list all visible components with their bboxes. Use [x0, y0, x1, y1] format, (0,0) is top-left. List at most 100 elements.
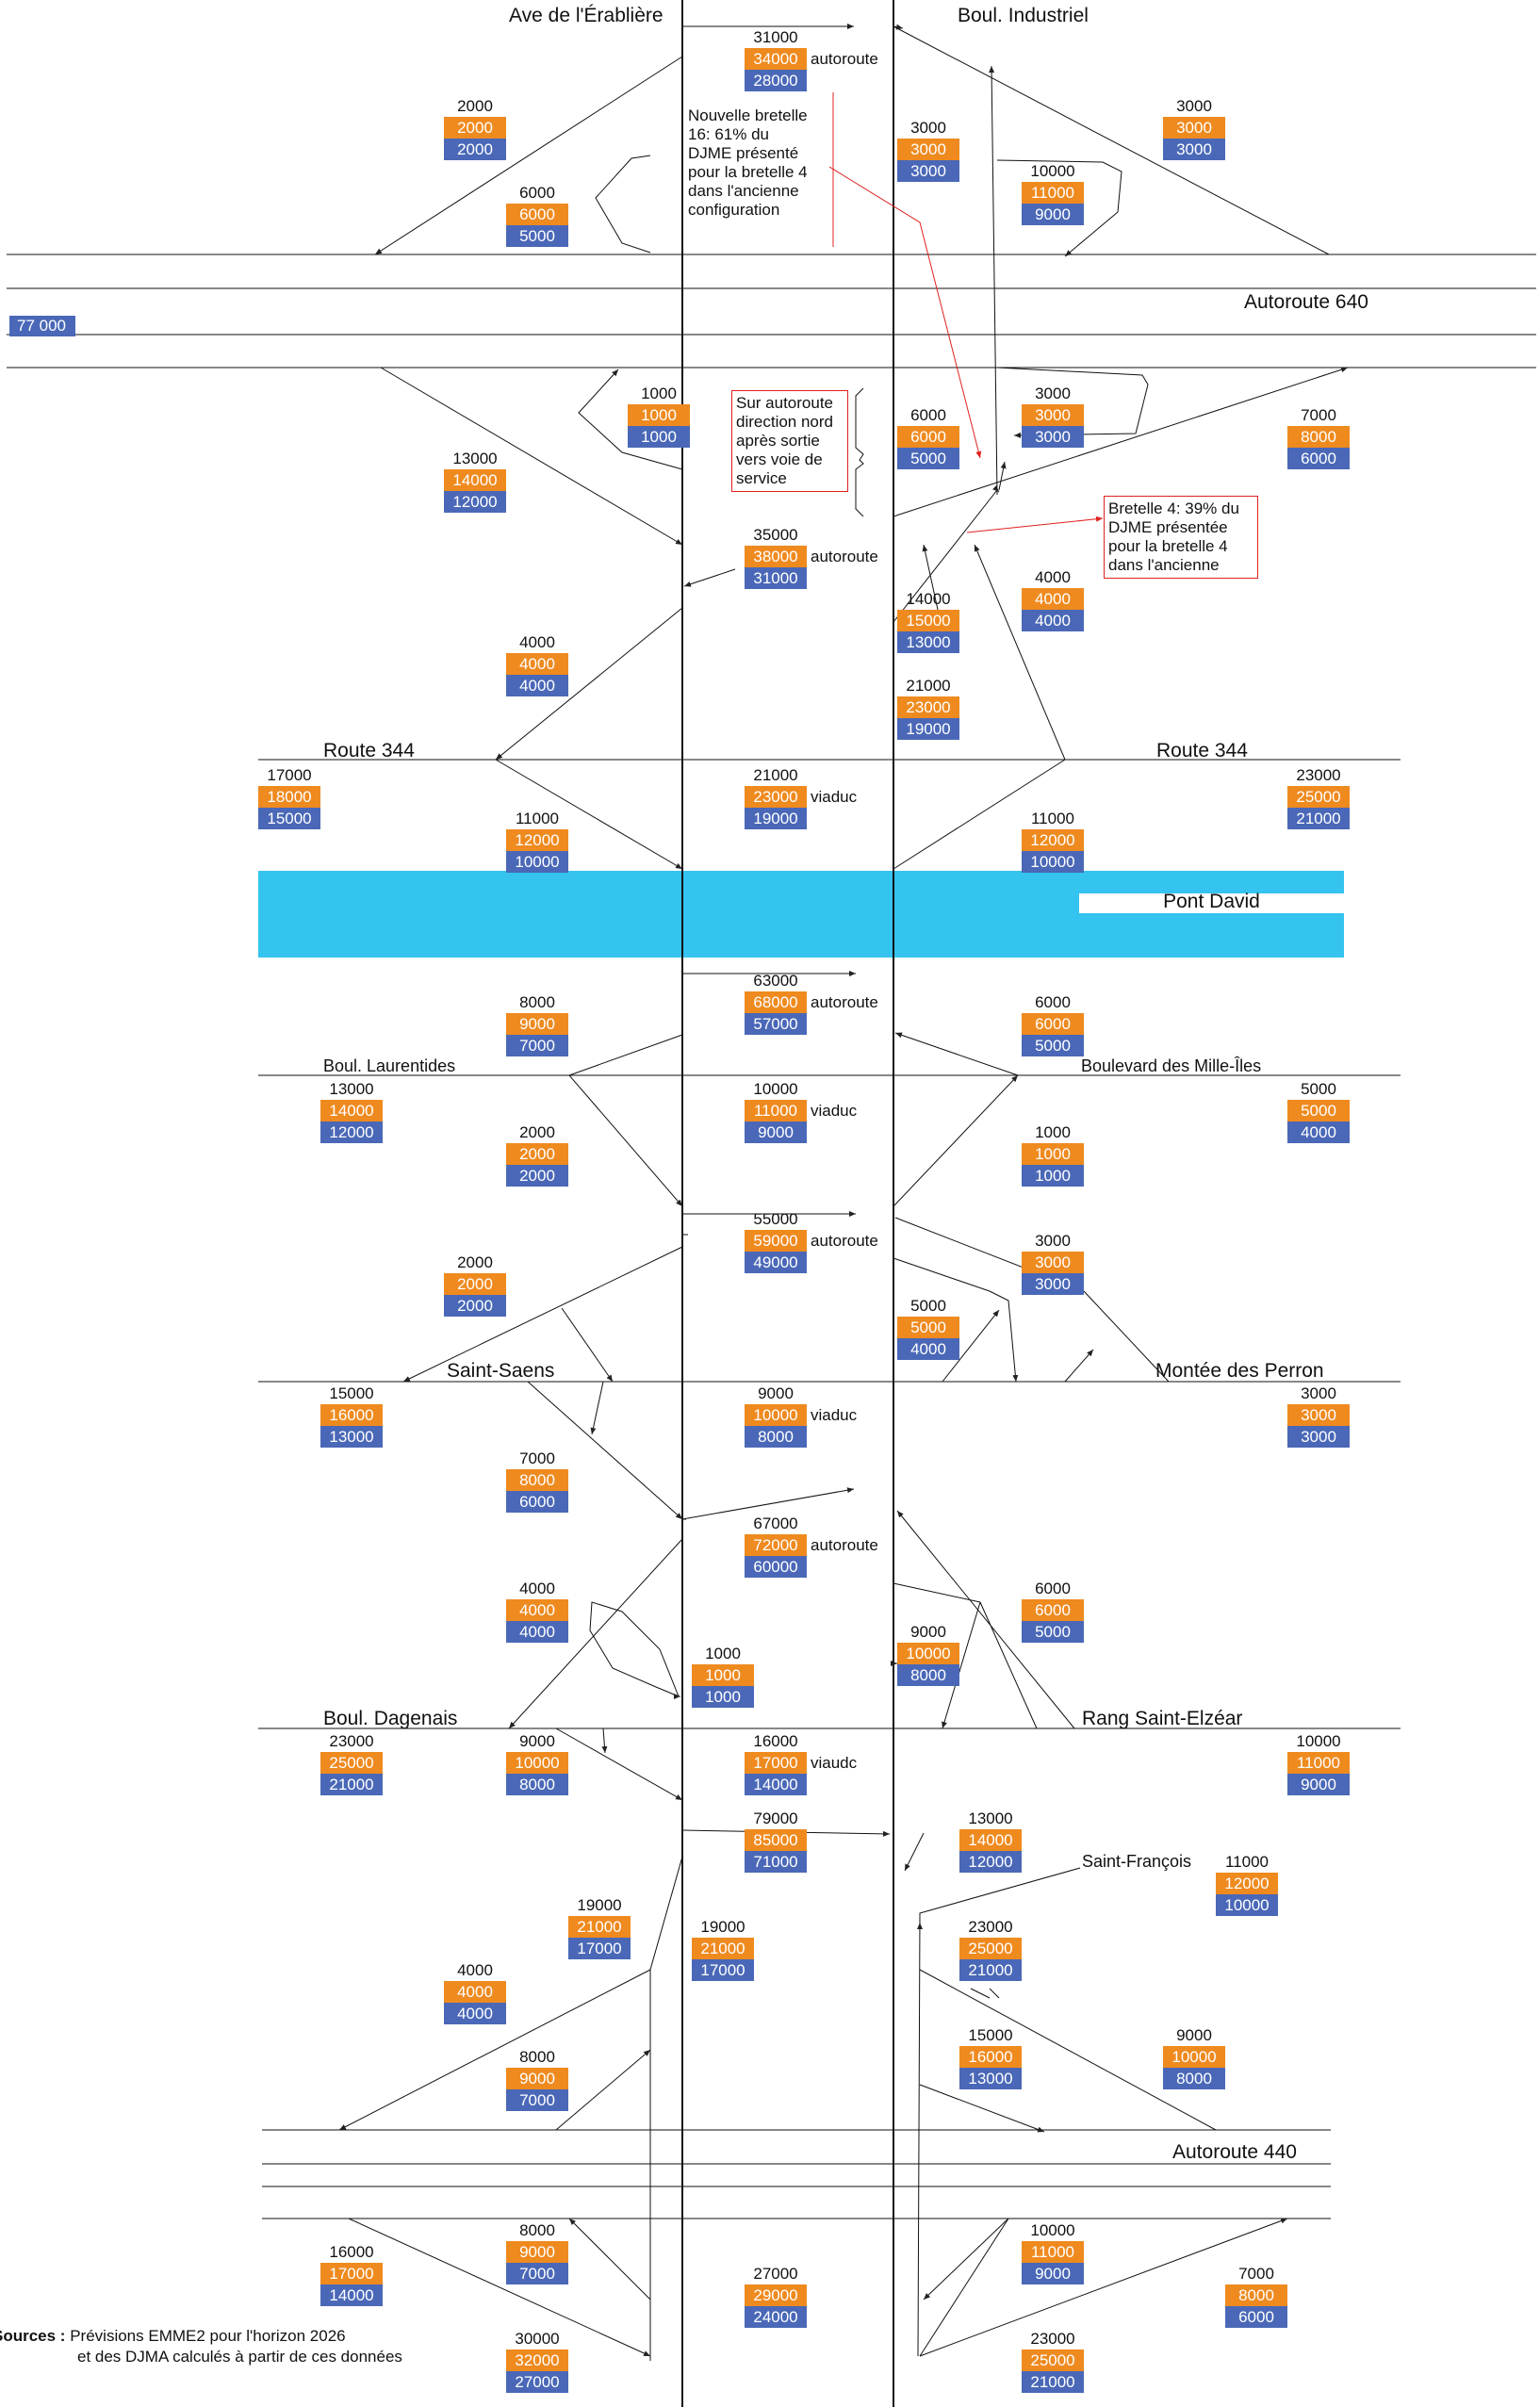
volume-djma: 14000 [745, 1774, 807, 1795]
segment-type-label: autoroute [811, 993, 878, 1011]
volume-2026-projected: 9000 [506, 1013, 568, 1035]
volume-2006: 10000 [753, 1080, 798, 1098]
volume-djma: 7000 [506, 2089, 568, 2111]
segment-type-label: autoroute [811, 50, 878, 68]
volume-2026-projected: 9000 [506, 2241, 568, 2263]
volume-djma: 8000 [1163, 2068, 1225, 2089]
volume-djma: 2000 [506, 1165, 568, 1187]
volume-2026-projected: 34000 [745, 48, 807, 70]
volume-djma: 21000 [959, 1959, 1022, 1981]
volume-2026-projected: 8000 [1287, 426, 1350, 448]
volume-2026-projected: 8000 [1225, 2284, 1287, 2306]
volume-djma: 6000 [506, 1491, 568, 1513]
volume-2006: 21000 [906, 677, 951, 695]
volume-djma: 19000 [897, 718, 959, 740]
volume-2006: 15000 [968, 2026, 1013, 2044]
volume-djma: 27000 [506, 2371, 568, 2393]
volume-2026-projected: 6000 [1022, 1599, 1084, 1621]
volume-2006: 6000 [910, 406, 946, 424]
road-label-dagenais: Boul. Dagenais [323, 1708, 458, 1729]
road-label-a440: Autoroute 440 [1172, 2141, 1297, 2163]
volume-2026-projected: 14000 [444, 469, 506, 491]
volume-2006: 23000 [1296, 766, 1341, 784]
volume-2006: 8000 [519, 993, 555, 1011]
volume-2006: 14000 [906, 590, 951, 608]
note-bretelle-4: Bretelle 4: 39% du DJME présentée pour l… [1104, 496, 1258, 579]
volume-djma: 21000 [320, 1774, 383, 1795]
road-label-erabliere: Ave de l'Érablière [509, 5, 664, 26]
volume-2026-projected: 23000 [897, 696, 959, 718]
volume-2026-projected: 5000 [1287, 1100, 1350, 1122]
volume-2006: 19000 [700, 1918, 745, 1936]
volume-2026-projected: 1000 [628, 404, 690, 426]
volume-2026-projected: 12000 [506, 829, 568, 851]
volume-2026-projected: 3000 [897, 139, 959, 160]
volume-djma: 9000 [745, 1122, 807, 1143]
road-label-route-344-left: Route 344 [323, 740, 415, 761]
volume-2026-projected: 21000 [692, 1938, 754, 1959]
sources-line-2: et des DJMA calculés à partir de ces don… [77, 2348, 402, 2366]
road-label-saint-francois: Saint-François [1082, 1852, 1192, 1871]
volume-2006: 67000 [753, 1515, 798, 1532]
volume-2026-projected: 4000 [506, 1599, 568, 1621]
volume-2026-projected: 12000 [1216, 1873, 1278, 1894]
volume-2006: 11000 [1030, 810, 1074, 827]
sources-line-1: Prévisions EMME2 pour l'horizon 2026 [70, 2327, 346, 2345]
volume-djma: 8000 [506, 1774, 568, 1795]
volume-2026-projected: 2000 [506, 1143, 568, 1165]
volume-djma: 21000 [1022, 2371, 1084, 2393]
volume-djma: 12000 [320, 1122, 383, 1143]
volume-2006: 7000 [1301, 406, 1336, 424]
volume-2006: 13000 [968, 1809, 1013, 1827]
volume-2026-projected: 9000 [506, 2068, 568, 2089]
pont-label-band [1079, 893, 1344, 913]
volume-2026-projected: 6000 [897, 426, 959, 448]
volume-djma: 17000 [692, 1959, 754, 1981]
volume-2026-projected: 18000 [258, 786, 320, 808]
volume-djma: 1000 [628, 426, 690, 448]
volume-2026-projected: 2000 [444, 117, 506, 139]
volume-2026-projected: 3000 [1022, 404, 1084, 426]
road-label-saint-saens: Saint-Saens [447, 1360, 555, 1382]
volume-2006: 8000 [519, 2048, 555, 2066]
volume-djma: 6000 [1287, 448, 1350, 469]
note-sur-autoroute: Sur autoroute direction nord après sorti… [731, 390, 848, 492]
volume-2006: 9000 [1176, 2026, 1212, 2044]
volume-2006: 31000 [753, 28, 798, 46]
volume-djma: 1000 [692, 1686, 754, 1708]
volume-2006: 2000 [457, 97, 493, 115]
volume-djma: 9000 [1287, 1774, 1350, 1795]
volume-2006: 3000 [1176, 97, 1212, 115]
volume-2006: 63000 [753, 972, 798, 990]
volume-2006: 11000 [515, 810, 559, 827]
volume-2006: 7000 [1238, 2265, 1274, 2283]
volume-2026-projected: 4000 [444, 1981, 506, 2003]
volume-djma: 13000 [320, 1426, 383, 1448]
